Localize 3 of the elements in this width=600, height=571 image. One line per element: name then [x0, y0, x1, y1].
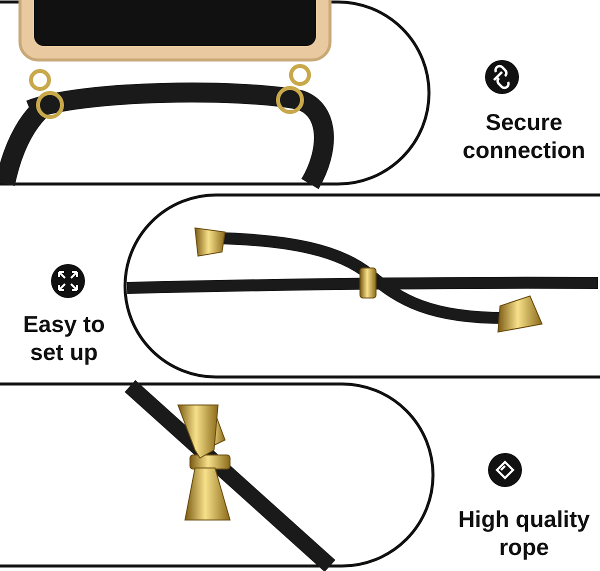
feature-label: Easy to set up — [22, 310, 106, 366]
feature-label: High quality rope — [457, 505, 591, 561]
feature-label: Secure connection — [462, 108, 586, 164]
